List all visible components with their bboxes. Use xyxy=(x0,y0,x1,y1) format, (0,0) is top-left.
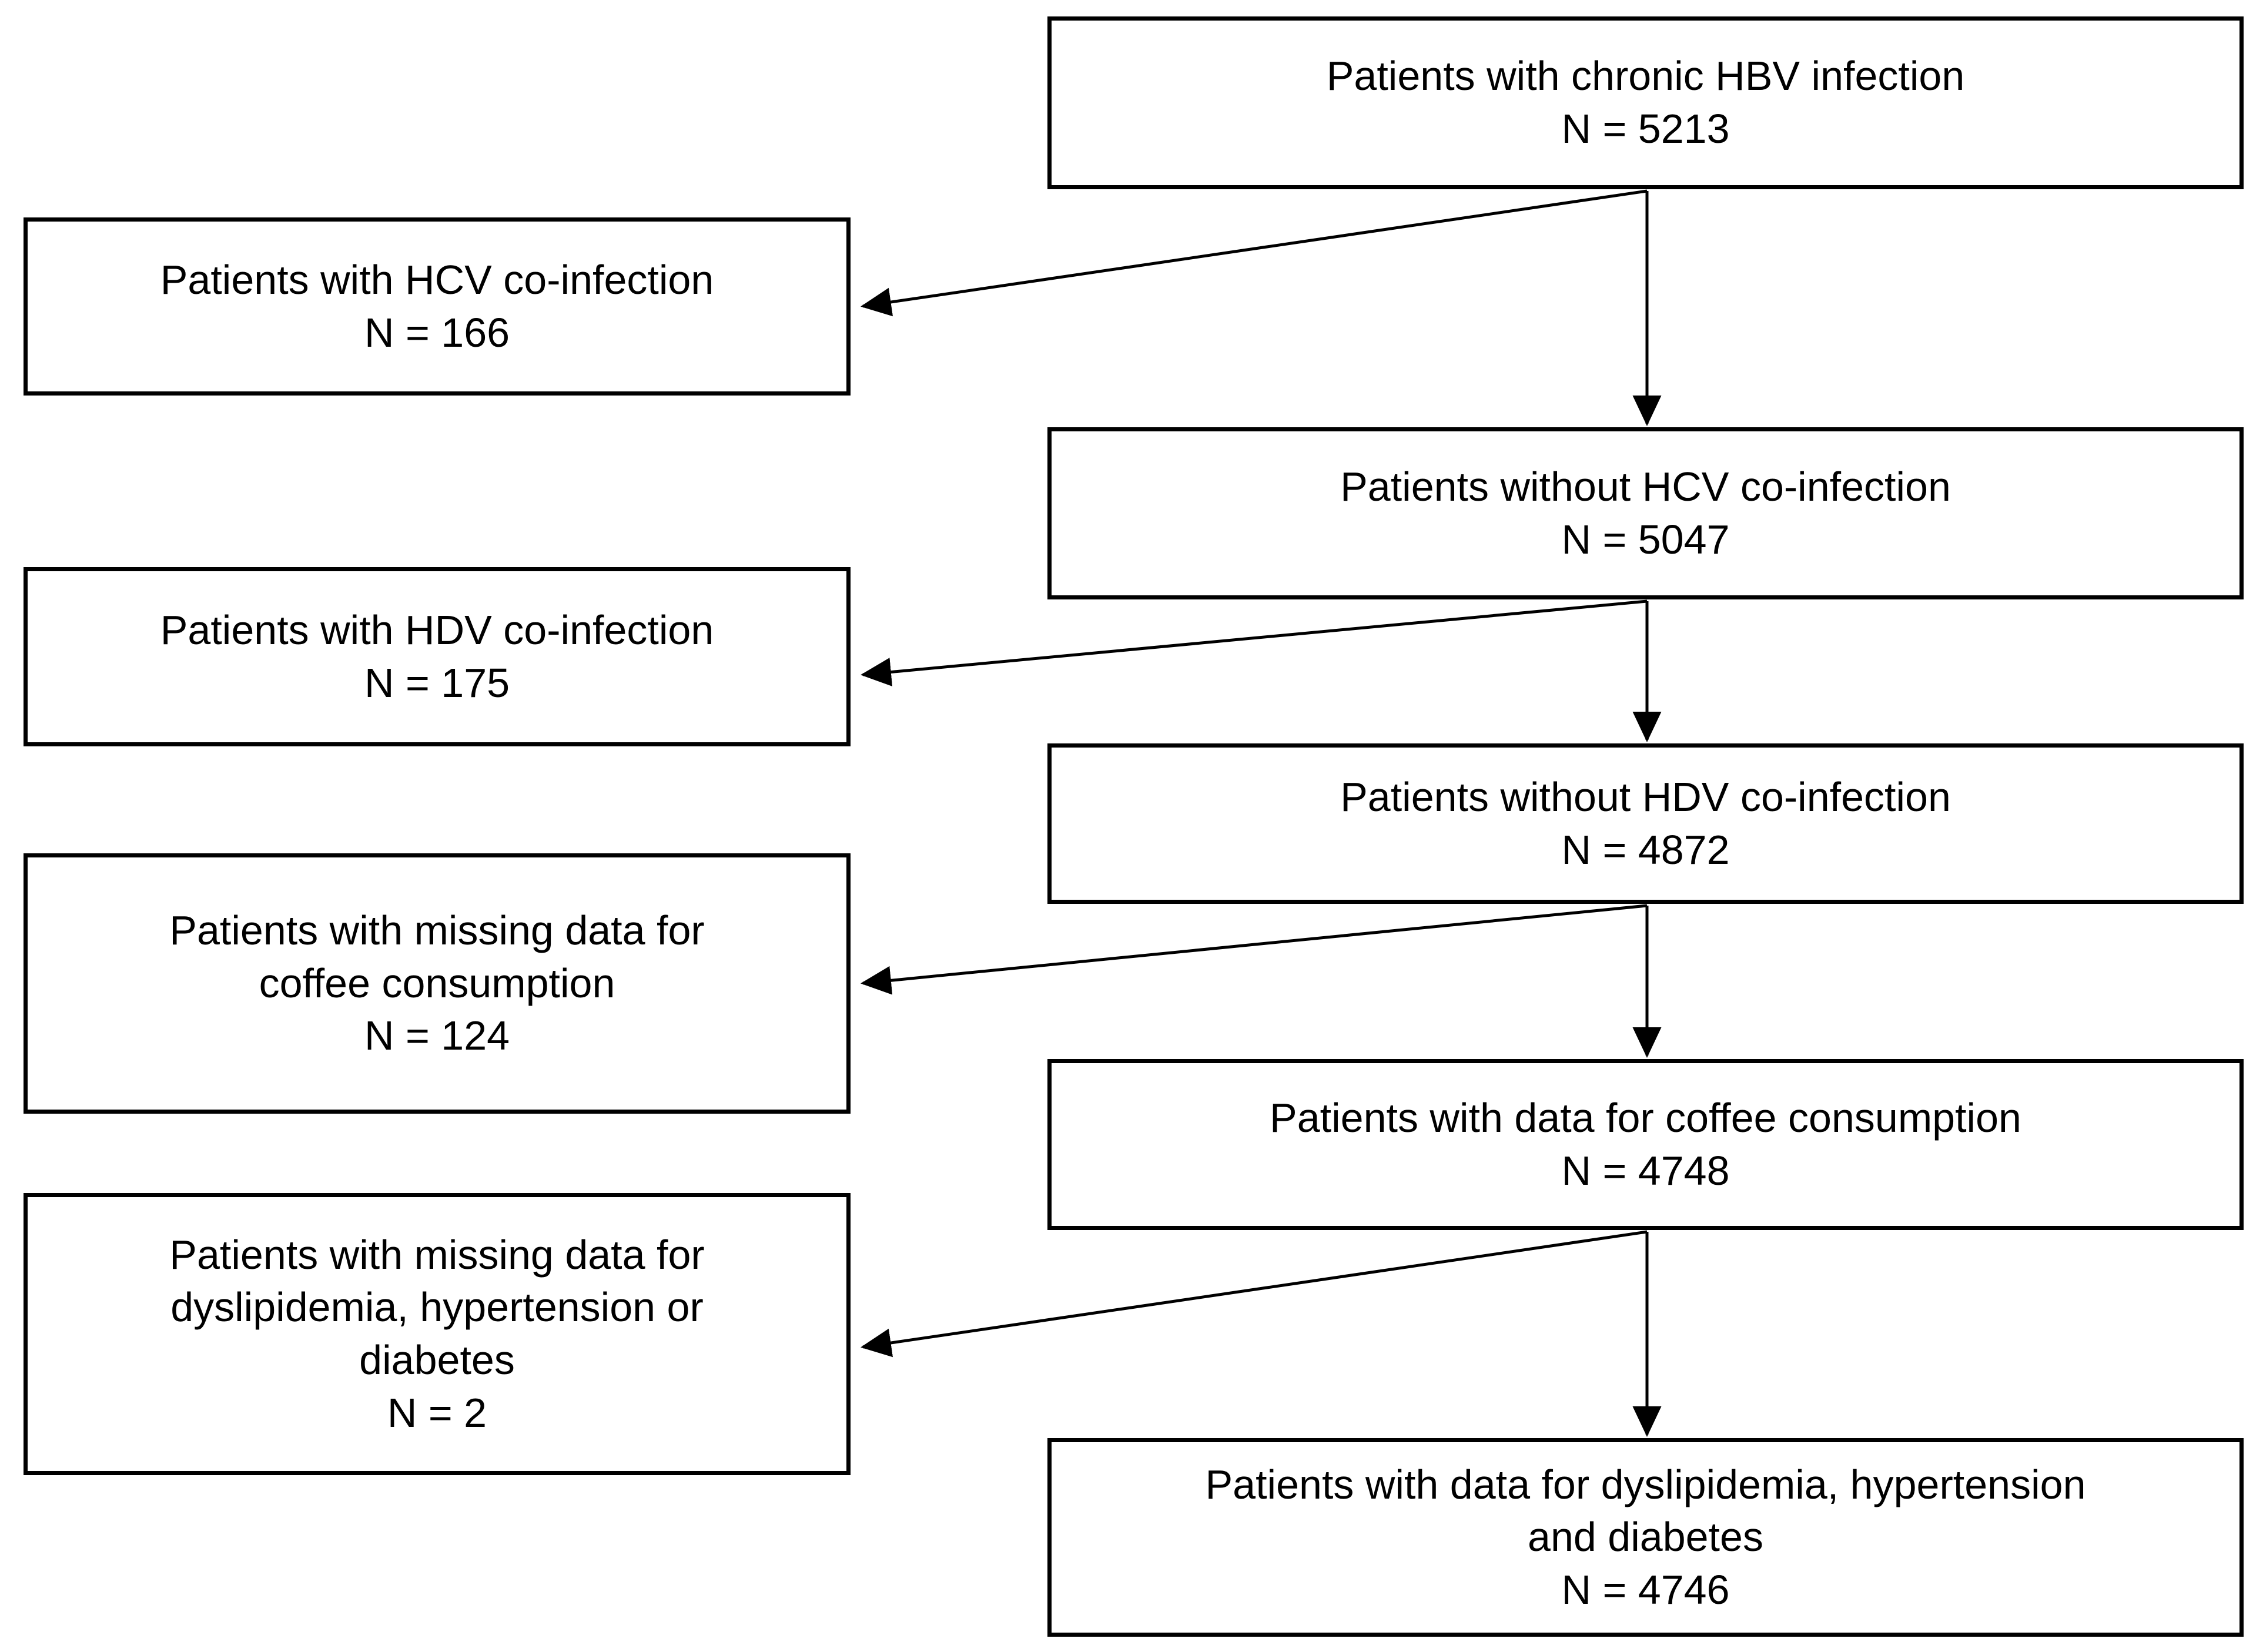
node-excluded-hdv-coinfection-count: N = 175 xyxy=(364,659,510,706)
node-without-hdv: Patients without HDV co-infection N = 48… xyxy=(1047,743,2244,904)
node-excluded-missing-coffee: Patients with missing data for coffee co… xyxy=(24,853,851,1114)
node-excluded-hcv-coinfection-count: N = 166 xyxy=(364,309,510,356)
node-chronic-hbv: Patients with chronic HBV infection N = … xyxy=(1047,16,2244,189)
node-with-coffee-data-count: N = 4748 xyxy=(1561,1147,1730,1194)
node-excluded-missing-comorbidity-count: N = 2 xyxy=(387,1389,487,1436)
node-final-cohort-label-line1: Patients with data for dyslipidemia, hyp… xyxy=(1205,1461,2086,1507)
node-chronic-hbv-count: N = 5213 xyxy=(1561,106,1730,152)
node-with-coffee-data: Patients with data for coffee consumptio… xyxy=(1047,1059,2244,1230)
node-excluded-hcv-coinfection-label: Patients with HCV co-infection xyxy=(160,256,714,303)
node-excluded-hdv-coinfection: Patients with HDV co-infection N = 175 xyxy=(24,567,851,746)
node-chronic-hbv-label: Patients with chronic HBV infection xyxy=(1326,53,1965,99)
connector-coffee-to-excluded-dyslipidemia xyxy=(861,1230,1648,1358)
node-final-cohort-label-line2: and diabetes xyxy=(1528,1514,1763,1560)
node-excluded-missing-coffee-label-line2: coffee consumption xyxy=(259,960,615,1006)
node-final-cohort-count: N = 4746 xyxy=(1561,1566,1730,1613)
node-excluded-missing-comorbidity-label-line3: diabetes xyxy=(359,1337,515,1383)
connector-no-hcv-to-excluded-hdv xyxy=(861,599,1648,686)
node-without-hdv-count: N = 4872 xyxy=(1561,826,1730,873)
node-excluded-missing-coffee-label-line1: Patients with missing data for xyxy=(169,907,705,954)
node-excluded-hcv-coinfection: Patients with HCV co-infection N = 166 xyxy=(24,217,851,396)
connector-hbv-to-excluded-hcv xyxy=(861,189,1648,317)
node-without-hcv-label: Patients without HCV co-infection xyxy=(1340,463,1951,510)
node-without-hcv-count: N = 5047 xyxy=(1561,516,1730,562)
node-excluded-missing-comorbidity: Patients with missing data for dyslipide… xyxy=(24,1193,851,1475)
node-excluded-missing-comorbidity-label-line1: Patients with missing data for xyxy=(169,1231,705,1278)
node-with-coffee-data-label: Patients with data for coffee consumptio… xyxy=(1270,1094,2021,1141)
node-final-cohort: Patients with data for dyslipidemia, hyp… xyxy=(1047,1438,2244,1637)
node-without-hcv: Patients without HCV co-infection N = 50… xyxy=(1047,427,2244,599)
node-without-hdv-label: Patients without HDV co-infection xyxy=(1340,773,1951,820)
connector-no-hdv-to-excluded-coffee xyxy=(861,904,1648,995)
node-excluded-missing-comorbidity-label-line2: dyslipidemia, hypertension or xyxy=(170,1284,704,1331)
node-excluded-hdv-coinfection-label: Patients with HDV co-infection xyxy=(160,606,714,653)
node-excluded-missing-coffee-count: N = 124 xyxy=(364,1013,510,1059)
